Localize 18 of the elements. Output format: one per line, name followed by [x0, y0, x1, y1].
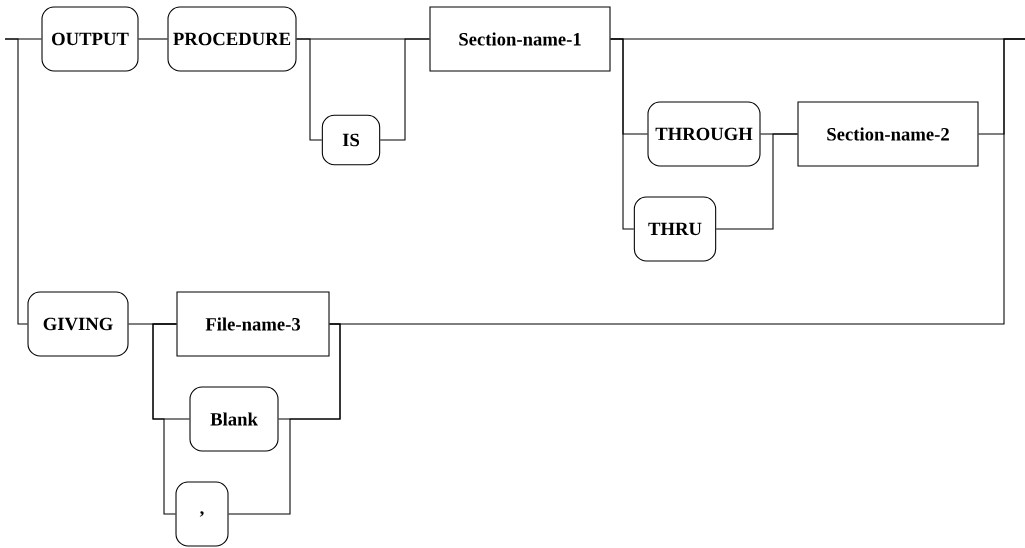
name-box: File-name-3: [176, 291, 330, 357]
name-box: Section-name-2: [797, 101, 979, 167]
connector-line: [379, 38, 430, 141]
connector-line: [138, 38, 168, 40]
keyword-box: OUTPUT: [41, 6, 139, 72]
connector-line: [228, 323, 341, 515]
keyword-box: PROCEDURE: [167, 6, 297, 72]
keyword-box: Blank: [189, 386, 279, 452]
keyword-box: GIVING: [27, 291, 129, 357]
keyword-box: ,: [175, 481, 229, 547]
connector-line: [152, 323, 177, 515]
keyword-box: IS: [321, 114, 381, 166]
connector-line: [715, 133, 798, 230]
keyword-box: THROUGH: [647, 101, 761, 167]
keyword-box: THRU: [633, 196, 717, 262]
connector-line: [296, 38, 323, 141]
name-box: Section-name-1: [429, 6, 611, 72]
connector-line: [4, 38, 28, 325]
